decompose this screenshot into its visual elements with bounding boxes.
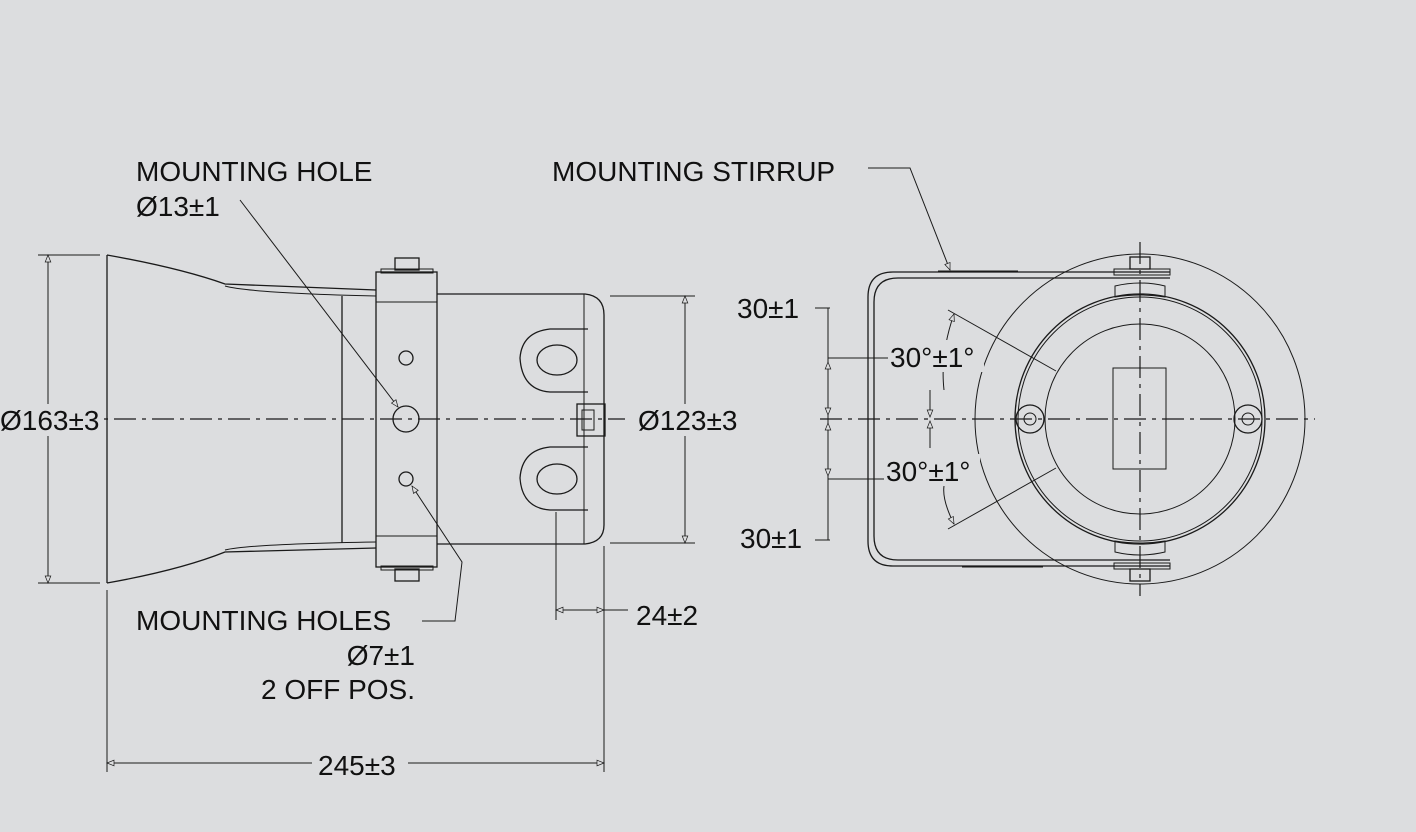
callout-stirrup: MOUNTING STIRRUP — [552, 156, 951, 271]
side-view: Ø163±3 Ø123±3 24±2 245±3 MOUNTING HOLE Ø… — [0, 156, 748, 781]
angle-bottom-label: 30°±1° — [886, 456, 970, 487]
screw-icon — [1233, 404, 1263, 434]
mounting-hole-small — [398, 350, 414, 366]
callout-mounting-holes: MOUNTING HOLES Ø7±1 2 OFF POS. — [136, 485, 463, 705]
offset-top-label: 30±1 — [737, 293, 799, 324]
dim-body-dia: Ø123±3 — [610, 295, 748, 544]
clamp-ring — [1014, 293, 1266, 545]
clamp-band — [375, 257, 438, 582]
mounting-hole-label: MOUNTING HOLE — [136, 156, 372, 187]
clamp-bolts — [1015, 256, 1263, 582]
horn-outline — [974, 253, 1306, 585]
callout-mounting-hole: MOUNTING HOLE Ø13±1 — [136, 156, 399, 408]
dim-offsets: 30±1 30±1 — [737, 293, 890, 554]
horn — [106, 254, 377, 584]
dim-angles: 30°±1° 30°±1° — [884, 309, 1057, 530]
lug-offset-label: 24±2 — [636, 600, 698, 631]
offset-bottom-label: 30±1 — [740, 523, 802, 554]
dim-lug-offset: 24±2 — [555, 512, 698, 631]
mounting-hole-dia: Ø13±1 — [136, 191, 220, 222]
mounting-stirrup — [867, 270, 1170, 568]
dim-horn-dia: Ø163±3 — [0, 254, 104, 584]
overall-length-label: 245±3 — [318, 750, 396, 781]
body — [437, 293, 606, 545]
mounting-hole-large — [392, 405, 420, 433]
dim-overall-length: 245±3 — [106, 546, 605, 781]
mounting-holes-count: 2 OFF POS. — [261, 674, 415, 705]
label-plate — [1112, 367, 1167, 470]
bolt-icon — [394, 257, 420, 271]
connector — [576, 403, 606, 437]
stirrup-label: MOUNTING STIRRUP — [552, 156, 835, 187]
horn-dia-label: Ø163±3 — [0, 405, 99, 436]
body-dia-label: Ø123±3 — [638, 405, 737, 436]
end-view: MOUNTING STIRRUP 30±1 30±1 30°±1° 30°±1° — [552, 156, 1315, 596]
angle-top-label: 30°±1° — [890, 342, 974, 373]
screw-icon — [1015, 404, 1045, 434]
mounting-hole-small — [398, 471, 414, 487]
mounting-holes-dia: Ø7±1 — [347, 640, 415, 671]
mounting-holes-label: MOUNTING HOLES — [136, 605, 391, 636]
bolt-icon — [394, 568, 420, 582]
